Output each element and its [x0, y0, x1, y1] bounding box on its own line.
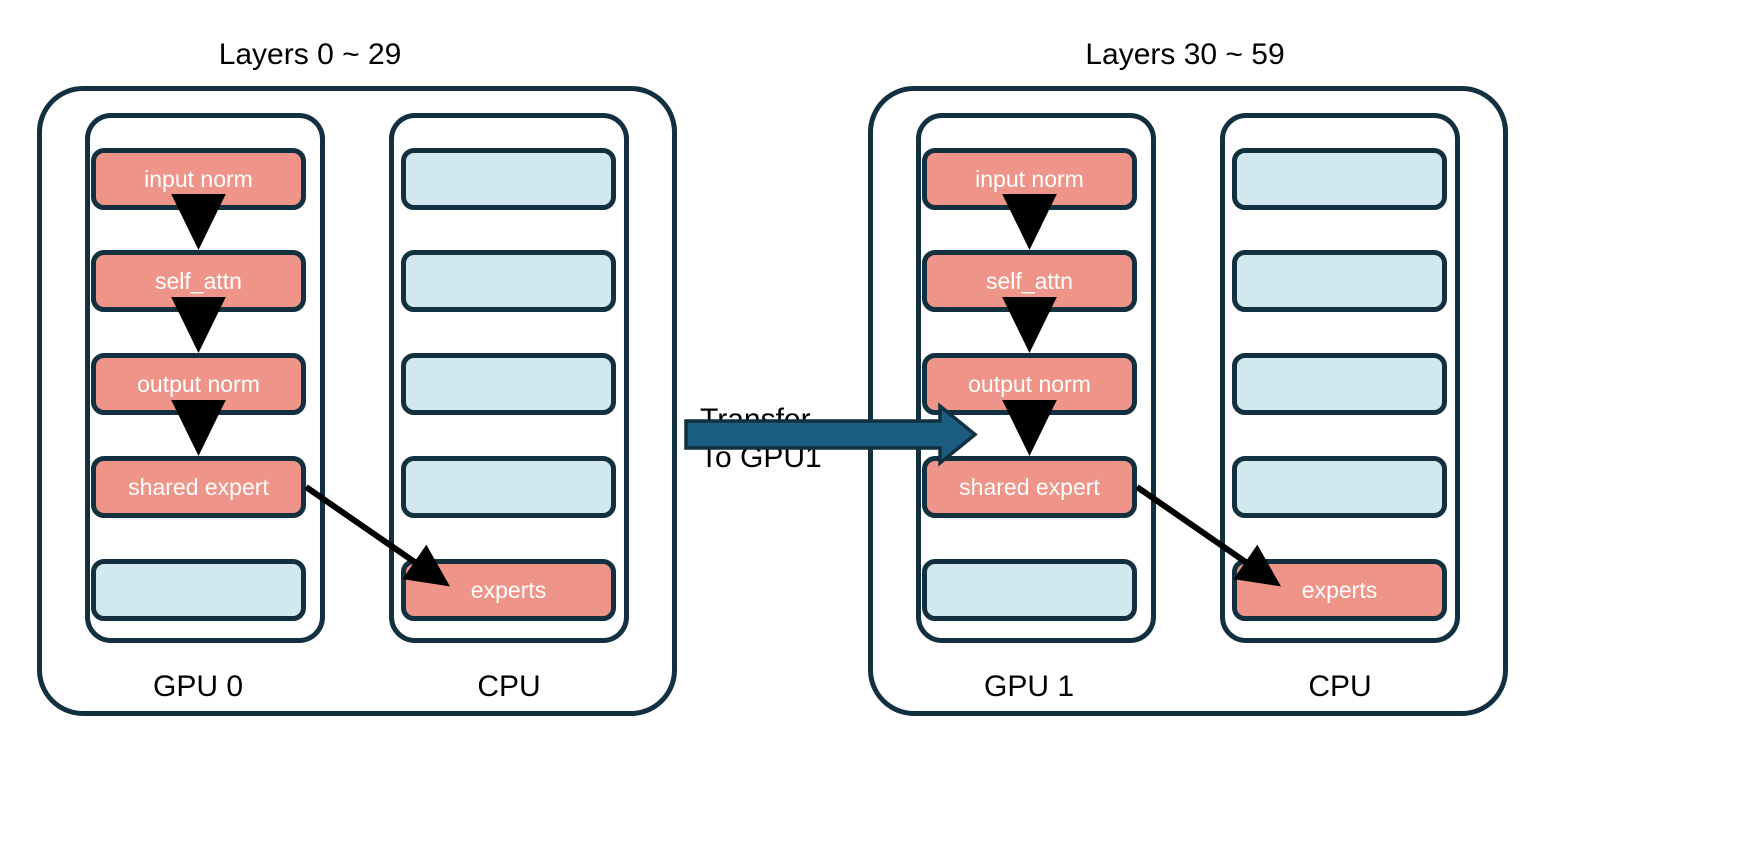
block-cpu0-experts[interactable]: experts	[401, 559, 616, 621]
block-gpu1-empty[interactable]	[922, 559, 1137, 621]
block-label: self_attn	[155, 267, 242, 294]
footer-label-gpu0: GPU 0	[152, 670, 244, 703]
block-cpu1-slot-1[interactable]	[1232, 148, 1447, 210]
block-label: input norm	[144, 165, 253, 192]
block-gpu0-input-norm[interactable]: input norm	[91, 148, 306, 210]
block-cpu1-slot-2[interactable]	[1232, 250, 1447, 312]
block-gpu0-self-attn[interactable]: self_attn	[91, 250, 306, 312]
block-cpu1-slot-4[interactable]	[1232, 456, 1447, 518]
block-gpu1-self-attn[interactable]: self_attn	[922, 250, 1137, 312]
block-label: self_attn	[986, 267, 1073, 294]
transfer-label-line1: Transfer	[700, 403, 811, 436]
block-cpu0-slot-3[interactable]	[401, 353, 616, 415]
block-gpu0-empty[interactable]	[91, 559, 306, 621]
block-gpu1-input-norm[interactable]: input norm	[922, 148, 1137, 210]
footer-label-cpu0: CPU	[477, 670, 541, 703]
block-cpu0-slot-1[interactable]	[401, 148, 616, 210]
panel-title-left: Layers 0 ~ 29	[218, 38, 402, 71]
block-label: shared expert	[959, 473, 1100, 500]
block-cpu0-slot-2[interactable]	[401, 250, 616, 312]
block-cpu1-slot-3[interactable]	[1232, 353, 1447, 415]
footer-label-gpu1: GPU 1	[983, 670, 1075, 703]
block-gpu0-shared-expert[interactable]: shared expert	[91, 456, 306, 518]
block-label: shared expert	[128, 473, 269, 500]
footer-label-cpu1: CPU	[1308, 670, 1372, 703]
block-gpu1-shared-expert[interactable]: shared expert	[922, 456, 1137, 518]
panel-title-right: Layers 30 ~ 59	[1085, 38, 1285, 71]
block-label: experts	[1301, 576, 1378, 603]
block-cpu0-slot-4[interactable]	[401, 456, 616, 518]
block-cpu1-experts[interactable]: experts	[1232, 559, 1447, 621]
transfer-label-line2: To GPU1	[700, 441, 822, 474]
block-label: output norm	[137, 370, 260, 397]
block-gpu1-output-norm[interactable]: output norm	[922, 353, 1137, 415]
block-label: input norm	[975, 165, 1084, 192]
block-gpu0-output-norm[interactable]: output norm	[91, 353, 306, 415]
transfer-label: Transfer To GPU1	[700, 401, 822, 477]
block-label: experts	[470, 576, 547, 603]
block-label: output norm	[968, 370, 1091, 397]
